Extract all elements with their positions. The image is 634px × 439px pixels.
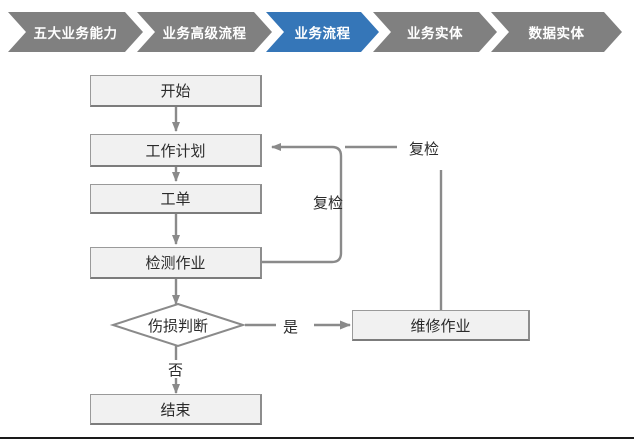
breadcrumb-item-label: 数据实体	[528, 26, 585, 41]
breadcrumb-item-label: 业务流程	[294, 26, 351, 41]
node-work-plan[interactable]: 工作计划	[90, 134, 262, 167]
breadcrumb-item-label: 业务实体	[407, 26, 463, 41]
node-damage-decision[interactable]: 伤损判断	[113, 304, 243, 346]
node-label: 开始	[160, 83, 191, 100]
node-label: 维修作业	[410, 317, 471, 335]
edge-label-recheck-inner: 复检	[313, 195, 344, 212]
node-label: 伤损判断	[147, 317, 208, 335]
breadcrumb-item-business-process[interactable]: 业务流程	[266, 12, 379, 52]
node-label: 工作计划	[145, 142, 206, 160]
breadcrumb-item-high-level-process[interactable]: 业务高级流程	[137, 12, 272, 52]
edge-label-yes: 是	[283, 319, 299, 336]
edge-label-no: 否	[168, 362, 184, 379]
breadcrumb-item-label: 五大业务能力	[33, 26, 118, 41]
node-label: 结束	[160, 401, 191, 419]
breadcrumb: 五大业务能力 业务高级流程 业务流程 业务实体 数据实体	[0, 12, 634, 52]
breadcrumb-item-label: 业务高级流程	[162, 26, 247, 41]
node-start[interactable]: 开始	[90, 75, 262, 107]
breadcrumb-item-data-entity[interactable]: 数据实体	[491, 12, 622, 52]
breadcrumb-item-business-capabilities[interactable]: 五大业务能力	[8, 12, 143, 52]
edge-label-recheck-outer: 复检	[409, 141, 440, 158]
node-label: 工单	[160, 191, 191, 208]
node-maintenance[interactable]: 维修作业	[352, 310, 530, 341]
node-inspection[interactable]: 检测作业	[90, 247, 262, 279]
node-end[interactable]: 结束	[90, 394, 262, 425]
breadcrumb-item-business-entity[interactable]: 业务实体	[373, 12, 497, 52]
node-label: 检测作业	[145, 255, 206, 272]
node-work-order[interactable]: 工单	[90, 184, 262, 214]
